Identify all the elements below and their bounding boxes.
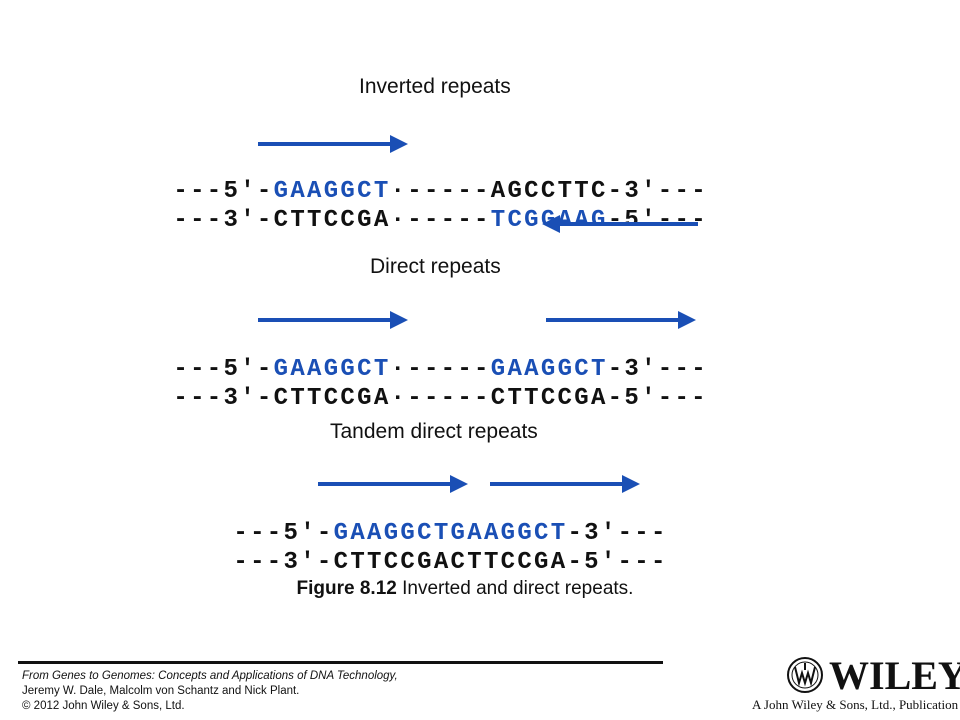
arrow-right-icon [258,135,408,153]
arrow-right-icon [490,475,640,493]
seq-segment-repeat: GAAGGCT [273,356,391,383]
seq-segment-repeat: GAAGGCTGAAGGCT [333,520,568,547]
seq-segment: ---3'-CTTCCGA·----- [173,207,491,234]
seq-segment: -3'--- [607,356,708,383]
seq-segment: ·-----AGCCTTC-3'--- [390,178,708,205]
section-title-direct-repeats: Direct repeats [370,255,501,278]
source-authors: Jeremy W. Dale, Malcolm von Schantz and … [22,685,300,697]
section-title-inverted-repeats: Inverted repeats [359,75,511,98]
seq-segment: ·----- [390,356,491,383]
top-strand-tandem: ---5'-GAAGGCTGAAGGCT-3'--- [200,498,668,546]
seq-segment-repeat: GAAGGCT [273,178,391,205]
top-strand-inverted: ---5'-GAAGGCT·-----AGCCTTC-3'--- [140,156,708,204]
arrow-right-icon [318,475,468,493]
footer-divider [18,661,663,664]
seq-segment: ---3'-CTTCCGACTTCCGA-5'--- [233,549,668,576]
seq-segment-repeat: GAAGGCT [490,356,608,383]
wiley-wordmark: WILEY [829,653,960,698]
figure-label: Figure 8.12 [296,578,397,599]
top-strand-direct: ---5'-GAAGGCT·-----GAAGGCT-3'--- [140,334,708,382]
seq-segment: -3'--- [567,520,668,547]
arrow-right-icon [546,311,696,329]
seq-segment: -5'--- [607,207,708,234]
figure-caption-text: Inverted and direct repeats. [396,578,634,599]
seq-segment-repeat: TCGGAAG [491,207,608,234]
bottom-strand-direct: ---3'-CTTCCGA·-----CTTCCGA-5'--- [140,363,708,411]
bottom-strand-tandem: ---3'-CTTCCGACTTCCGA-5'--- [200,527,668,575]
wiley-emblem-icon [787,657,823,693]
source-book-title: From Genes to Genomes: Concepts and Appl… [22,670,398,682]
seq-segment: ---5'- [173,356,274,383]
seq-segment: ---5'- [233,520,334,547]
wiley-tagline: A John Wiley & Sons, Ltd., Publication [752,697,959,712]
source-copyright: © 2012 John Wiley & Sons, Ltd. [22,700,185,712]
seq-segment: ---5'- [173,178,274,205]
seq-segment: ---3'-CTTCCGA·-----CTTCCGA-5'--- [173,385,708,412]
arrow-left-icon [542,215,698,233]
section-title-tandem-direct-repeats: Tandem direct repeats [330,420,538,443]
figure-caption: Figure 8.12 Inverted and direct repeats. [0,578,930,600]
arrow-right-icon [258,311,408,329]
source-citation: From Genes to Genomes: Concepts and Appl… [22,669,398,714]
bottom-strand-inverted: ---3'-CTTCCGA·-----TCGGAAG-5'--- [140,185,708,233]
